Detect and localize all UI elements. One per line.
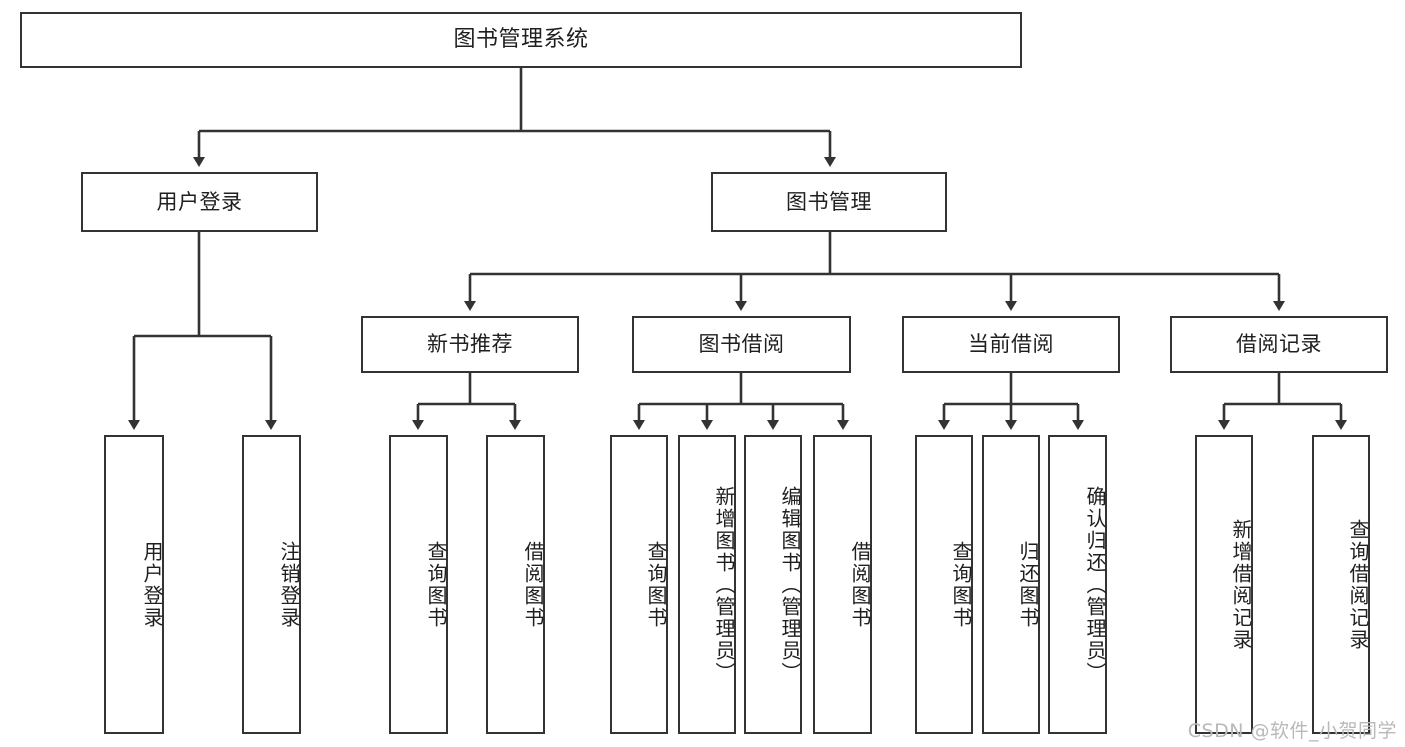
leaf-current-return-book[interactable]: 归还图书 — [982, 435, 1040, 734]
node-current-borrow[interactable]: 当前借阅 — [902, 316, 1120, 373]
leaf-label: 查询图书 — [644, 540, 668, 629]
leaf-label: 归还图书 — [1016, 540, 1040, 629]
leaf-borrow-add-book-admin[interactable]: 新增图书（管理员） — [678, 435, 736, 734]
leaf-label: 新增图书（管理员） — [712, 485, 736, 684]
node-book-borrow[interactable]: 图书借阅 — [632, 316, 851, 373]
leaf-label: 查询借阅记录 — [1346, 518, 1370, 651]
leaf-recommend-borrow-book[interactable]: 借阅图书 — [486, 435, 545, 734]
leaf-label: 编辑图书（管理员） — [778, 485, 802, 684]
leaf-label: 新增借阅记录 — [1229, 518, 1253, 651]
node-new-book-recommend[interactable]: 新书推荐 — [361, 316, 579, 373]
node-borrow-record[interactable]: 借阅记录 — [1170, 316, 1388, 373]
csdn-watermark: CSDN @软件_小贺同学 — [1187, 720, 1397, 742]
node-root-system[interactable]: 图书管理系统 — [20, 12, 1022, 68]
node-book-management[interactable]: 图书管理 — [711, 172, 947, 232]
leaf-user-login-signin[interactable]: 用户登录 — [104, 435, 164, 734]
leaf-record-query-record[interactable]: 查询借阅记录 — [1312, 435, 1370, 734]
leaf-borrow-edit-book-admin[interactable]: 编辑图书（管理员） — [744, 435, 802, 734]
leaf-label: 用户登录 — [140, 540, 164, 629]
leaf-borrow-borrow-book[interactable]: 借阅图书 — [813, 435, 872, 734]
leaf-label: 查询图书 — [424, 540, 448, 629]
leaf-label: 查询图书 — [949, 540, 973, 629]
leaf-label: 借阅图书 — [848, 540, 872, 629]
leaf-borrow-query-book[interactable]: 查询图书 — [610, 435, 668, 734]
leaf-recommend-query-book[interactable]: 查询图书 — [389, 435, 448, 734]
leaf-label: 注销登录 — [277, 540, 301, 629]
leaf-label: 借阅图书 — [521, 540, 545, 629]
leaf-current-confirm-return-admin[interactable]: 确认归还（管理员） — [1048, 435, 1107, 734]
leaf-label: 确认归还（管理员） — [1083, 485, 1107, 684]
node-user-login[interactable]: 用户登录 — [81, 172, 318, 232]
leaf-record-add-record[interactable]: 新增借阅记录 — [1195, 435, 1253, 734]
leaf-current-query-book[interactable]: 查询图书 — [915, 435, 973, 734]
leaf-user-login-signout[interactable]: 注销登录 — [242, 435, 301, 734]
